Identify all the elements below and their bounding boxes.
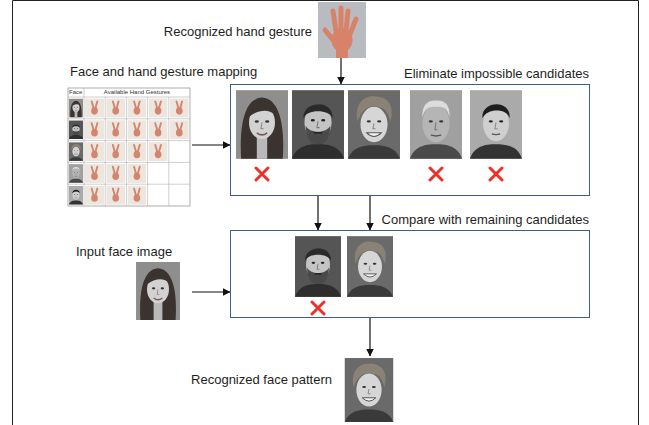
flow-arrow [192, 291, 230, 292]
node-label: Eliminate impossible candidates [404, 66, 589, 82]
gesture-input: Recognized hand gesture [160, 2, 368, 58]
input-face-photo [136, 262, 180, 320]
flow-arrow [192, 144, 230, 145]
mapping-table-node: Face and hand gesture mapping [66, 64, 192, 207]
candidate-box: Eliminate impossible candidates [230, 84, 590, 196]
candidate-faces [236, 90, 522, 180]
result-node: Recognized face pattern [160, 356, 400, 422]
node-label: Compare with remaining candidates [382, 212, 589, 228]
flow-arrow [340, 58, 341, 84]
node-label: Input face image [76, 244, 172, 260]
recognized-face-photo [345, 358, 393, 422]
table-header: Available Hand Gestures [84, 89, 190, 96]
compare-box: Compare with remaining candidates [230, 230, 590, 318]
flow-arrow [369, 318, 370, 356]
hand-photo [318, 2, 366, 58]
mapping-table [68, 88, 190, 206]
node-label: Recognized face pattern [191, 372, 332, 388]
node-label: Face and hand gesture mapping [70, 64, 257, 80]
flow-arrow [317, 196, 318, 230]
input-face-node: Input face image [76, 244, 192, 322]
remaining-faces [295, 236, 393, 314]
flow-arrow [369, 196, 370, 230]
table-header: Face [69, 89, 84, 96]
node-label: Recognized hand gesture [164, 24, 312, 40]
